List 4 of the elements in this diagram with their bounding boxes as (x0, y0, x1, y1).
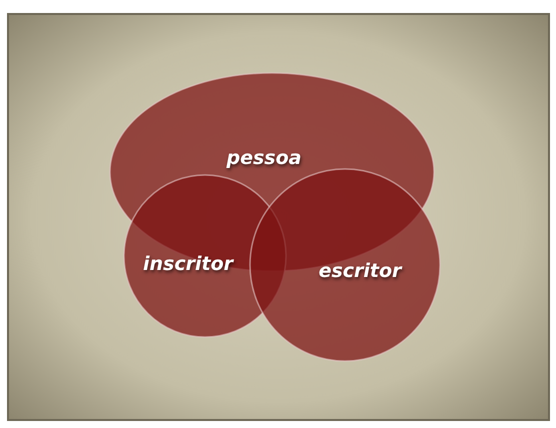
set-label: escritor (318, 260, 402, 282)
set-label: pessoa (226, 147, 302, 169)
set-label: inscritor (143, 253, 233, 275)
venn-ellipse (249, 168, 441, 362)
